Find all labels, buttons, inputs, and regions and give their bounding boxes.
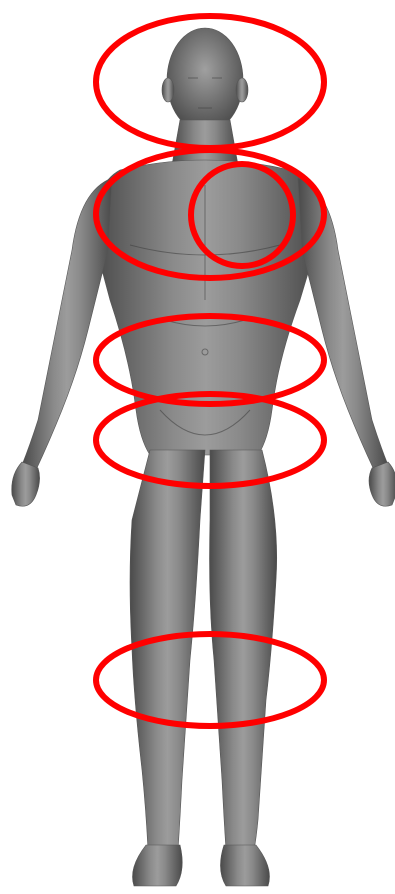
region-marker-knees <box>96 634 324 726</box>
head-shape <box>167 28 243 132</box>
hand-right-shape <box>369 462 395 506</box>
foot-right-shape <box>220 845 269 886</box>
ear-left-shape <box>162 78 174 102</box>
leg-right-shape <box>210 450 277 850</box>
ear-right-shape <box>236 78 248 102</box>
human-figure <box>12 28 395 886</box>
arm-right-shape <box>298 178 388 470</box>
neck-shape <box>172 120 238 165</box>
leg-left-shape <box>130 450 205 850</box>
hand-left-shape <box>12 462 40 506</box>
foot-left-shape <box>133 845 183 886</box>
